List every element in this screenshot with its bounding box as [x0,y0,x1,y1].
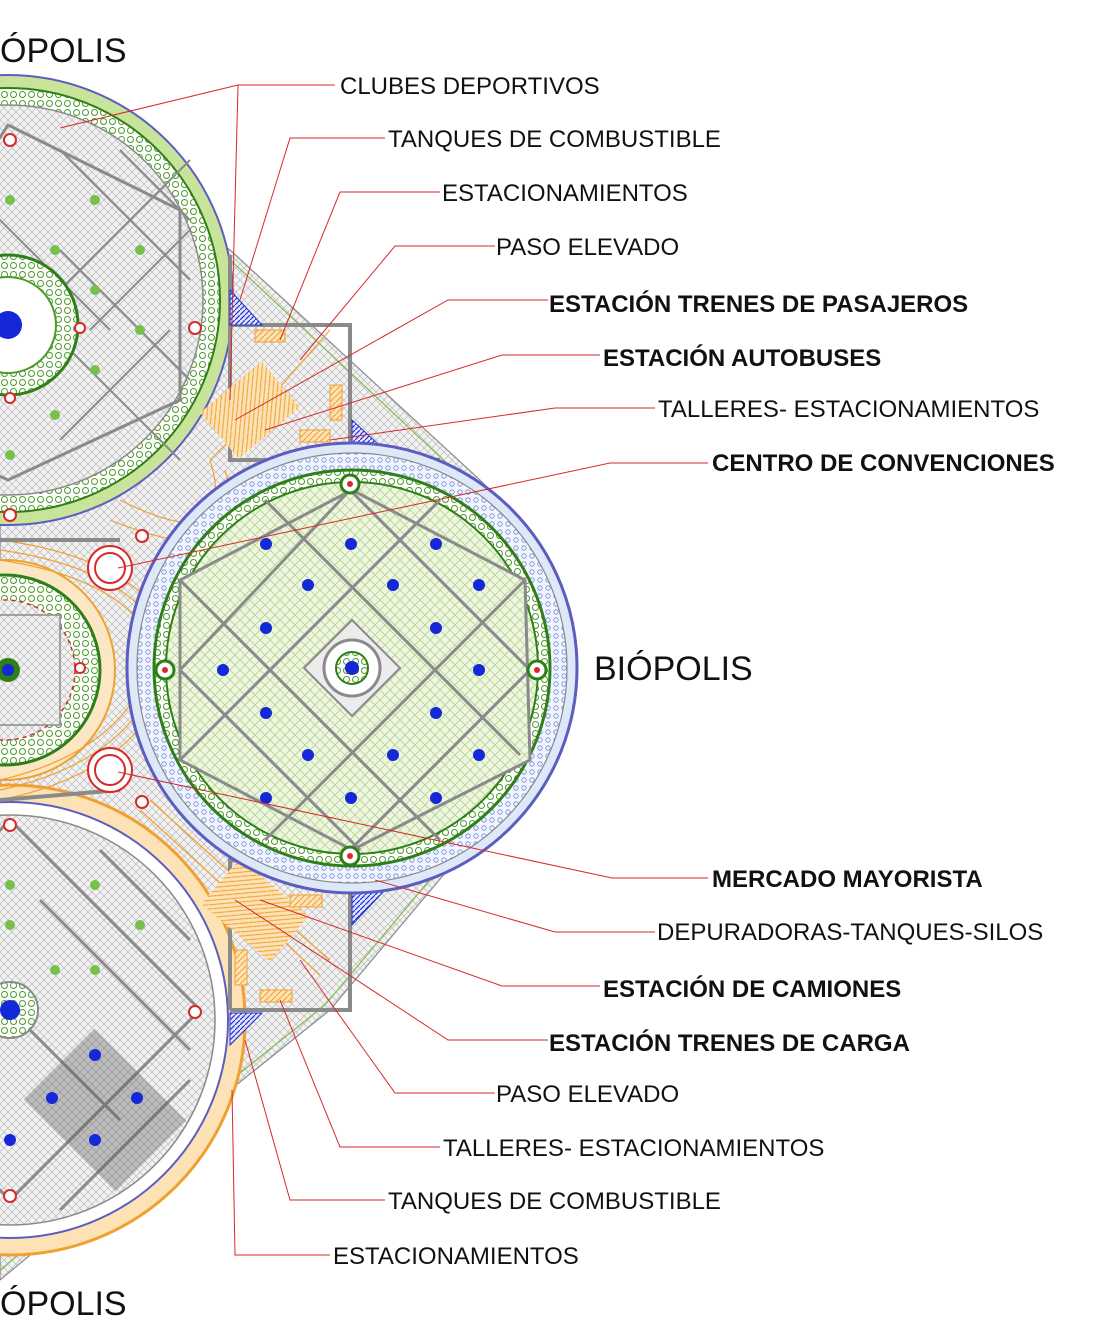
north-district [0,74,234,526]
roundabouts [87,529,149,809]
label-estacion-trenes-carga: ESTACIÓN TRENES DE CARGA [549,1029,910,1057]
label-estacion-autobuses: ESTACIÓN AUTOBUSES [603,344,881,372]
south-district [0,783,247,1257]
leader-lines [59,84,708,1256]
west-district [0,559,116,781]
label-depuradoras: DEPURADORAS-TANQUES-SILOS [657,919,1043,946]
biopolis-district [125,441,579,895]
label-paso-elevado-top: PASO ELEVADO [496,234,679,261]
label-centro-convenciones: CENTRO DE CONVENCIONES [712,450,1055,477]
service-zones [200,288,392,1047]
label-tanques-combustible-top: TANQUES DE COMBUSTIBLE [388,126,721,153]
label-estacionamientos-top: ESTACIONAMIENTOS [442,180,688,207]
annotation-labels: CLUBES DEPORTIVOS TANQUES DE COMBUSTIBLE… [333,73,1055,1270]
label-estacion-trenes-pasajeros: ESTACIÓN TRENES DE PASAJEROS [549,290,968,318]
label-talleres-estacionamientos-bottom: TALLERES- ESTACIONAMIENTOS [443,1135,824,1162]
city-label-bottom: ÓPOLIS [0,1285,127,1323]
label-estacionamientos-bottom: ESTACIONAMIENTOS [333,1243,579,1270]
label-estacion-camiones: ESTACIÓN DE CAMIONES [603,975,901,1003]
label-paso-elevado-bottom: PASO ELEVADO [496,1081,679,1108]
city-label-top: ÓPOLIS [0,32,127,70]
label-talleres-estacionamientos-top: TALLERES- ESTACIONAMIENTOS [658,396,1039,423]
label-tanques-combustible-bottom: TANQUES DE COMBUSTIBLE [388,1188,721,1215]
city-label-biopolis: BIÓPOLIS [594,650,753,688]
label-mercado-mayorista: MERCADO MAYORISTA [712,866,983,893]
label-clubes-deportivos: CLUBES DEPORTIVOS [340,73,600,100]
